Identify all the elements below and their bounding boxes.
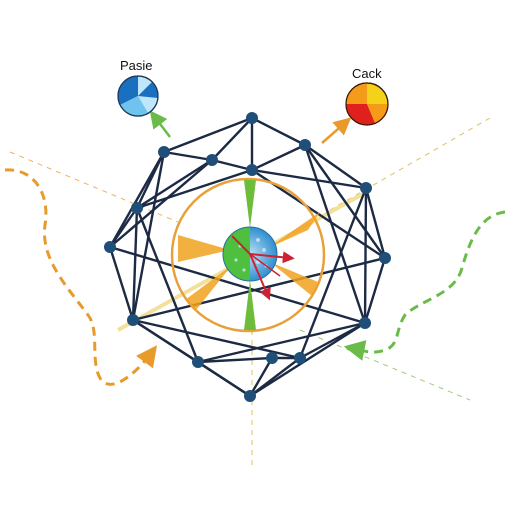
network-node [299,139,311,151]
spoke-top [244,180,256,228]
network-edge [197,321,366,364]
network-node [360,182,372,194]
network-edge [163,150,213,162]
orange-dashed-curve [4,168,157,386]
network-edge [251,116,306,147]
network-edge [132,318,251,398]
network-node [246,164,258,176]
network-node [266,352,278,364]
network-edge [108,151,166,248]
globe-core-icon [222,226,295,301]
network-node [294,352,306,364]
network-edge [363,257,387,324]
network-edge [132,256,386,322]
network-node [192,356,204,368]
spoke-right-lower [270,262,318,296]
network-edge [251,168,367,190]
network-edge [109,159,213,248]
guide-line-bottom-right [299,329,471,401]
network-edge [251,143,306,172]
network-node [127,314,139,326]
network-edge [163,116,253,154]
network-edge [109,245,366,325]
guide-line-left [9,151,179,223]
network-edge [363,187,368,324]
network-node [379,252,391,264]
network-nodes [104,112,391,402]
arrow-right-pie [321,117,352,144]
green-dashed-curve [343,210,506,361]
right-pie-label: Cack [352,66,382,81]
network-edge [136,168,253,210]
network-edge [211,158,253,172]
network-edge [303,144,367,324]
network-edge [131,207,139,321]
pie-chart-warm-icon [345,82,389,126]
spoke-right [268,212,320,248]
network-node [131,202,143,214]
network-edge [298,187,368,359]
ring-spokes [178,180,320,330]
network-edge [211,117,253,161]
network-edge [132,318,301,360]
network-node [246,112,258,124]
network-edge [364,187,387,259]
arrow-left-pie [149,110,171,138]
network-edge [136,158,213,210]
pie-chart-blue-icon [117,75,159,117]
network-edge [248,357,274,397]
network-edge [131,151,166,321]
network-node [206,154,218,166]
network-edge [197,356,273,364]
network-node [104,241,116,253]
network-edge [109,207,138,248]
inner-ring [170,177,326,333]
network-edge [304,144,386,259]
network-edge [135,207,200,363]
spoke-left [178,235,230,262]
network-edge [304,144,367,189]
spoke-left-lower [185,265,232,310]
spoke-bottom [244,280,256,330]
guide-line-right [329,117,491,211]
network-node [158,146,170,158]
network-edge [249,321,366,398]
network-node [359,317,371,329]
network-node [244,390,256,402]
network-edge [108,246,135,321]
left-pie-label: Pasie [120,58,153,73]
